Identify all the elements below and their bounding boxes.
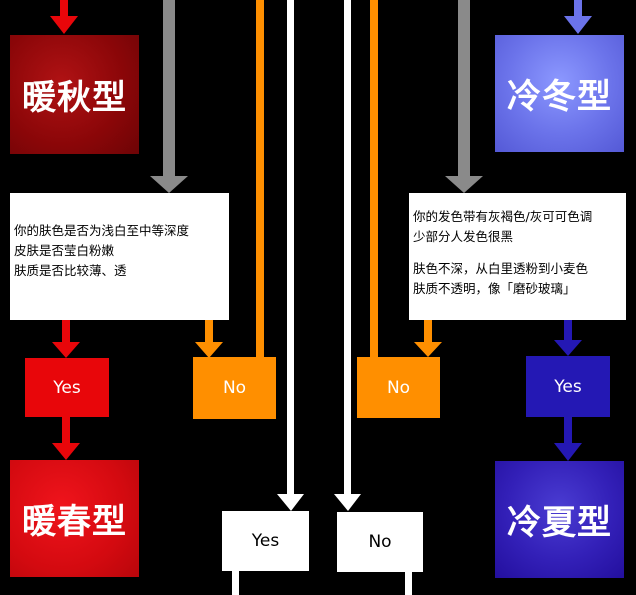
arrow-into-warm-autumn [50, 0, 78, 34]
question-right-line-4: 肤质不透明，像「磨砂玻璃」 [413, 281, 576, 296]
result-warm-spring-label: 暖春型 [22, 502, 127, 542]
result-warm-autumn: 暖秋型 [10, 35, 139, 154]
arrow-yes-to-warm-spring [52, 417, 80, 460]
answer-no-bottom: No [337, 512, 423, 572]
answer-no-right: No [357, 357, 440, 418]
question-left-line-2: 皮肤是否莹白粉嫩 [14, 243, 115, 258]
question-left-line-3: 肤质是否比较薄、透 [14, 263, 127, 278]
answer-no-left-label: No [222, 378, 247, 398]
question-right-line-2: 少部分人发色很黑 [413, 229, 514, 244]
result-cool-winter: 冷冬型 [495, 35, 624, 152]
result-warm-spring: 暖春型 [10, 460, 139, 577]
question-right-line-1: 你的发色带有灰褐色/灰可可色调 [413, 209, 593, 224]
arrow-into-left-question [150, 0, 188, 193]
line-below-bottom-no [405, 572, 412, 595]
answer-no-bottom-label: No [368, 532, 392, 552]
arrow-into-bottom-yes [277, 0, 304, 511]
result-warm-autumn-label: 暖秋型 [22, 78, 127, 118]
arrow-into-bottom-no [334, 0, 361, 511]
result-cool-winter-label: 冷冬型 [507, 77, 612, 117]
answer-yes-left-label: Yes [53, 377, 81, 398]
line-no-right-up [370, 0, 378, 357]
result-cool-summer: 冷夏型 [495, 461, 624, 578]
arrow-into-cool-winter [564, 0, 592, 34]
answer-no-left: No [193, 357, 276, 419]
arrow-yes-to-cool-summer [554, 417, 582, 461]
line-below-bottom-yes [232, 571, 239, 595]
result-cool-summer-label: 冷夏型 [507, 503, 612, 543]
question-left-line-1: 你的肤色是否为浅白至中等深度 [14, 223, 190, 238]
answer-no-right-label: No [386, 377, 411, 398]
question-box-right: 你的发色带有灰褐色/灰可可色调 少部分人发色很黑 肤色不深，从白里透粉到小麦色 … [409, 193, 626, 320]
answer-yes-bottom: Yes [222, 511, 309, 571]
arrow-right-question-to-no [414, 320, 442, 357]
question-right-spacer [413, 247, 622, 259]
answer-yes-left: Yes [25, 358, 109, 417]
arrow-left-question-to-yes [52, 320, 80, 358]
question-right-line-3: 肤色不深，从白里透粉到小麦色 [413, 261, 589, 276]
arrow-left-question-to-no [195, 320, 223, 358]
answer-yes-right-label: Yes [554, 376, 582, 397]
arrow-right-question-to-yes [554, 320, 582, 356]
answer-yes-bottom-label: Yes [251, 531, 280, 551]
question-box-left: 你的肤色是否为浅白至中等深度 皮肤是否莹白粉嫩 肤质是否比较薄、透 [10, 193, 229, 320]
answer-yes-right: Yes [526, 356, 610, 417]
line-no-left-up [256, 0, 264, 358]
arrow-into-right-question [445, 0, 483, 193]
